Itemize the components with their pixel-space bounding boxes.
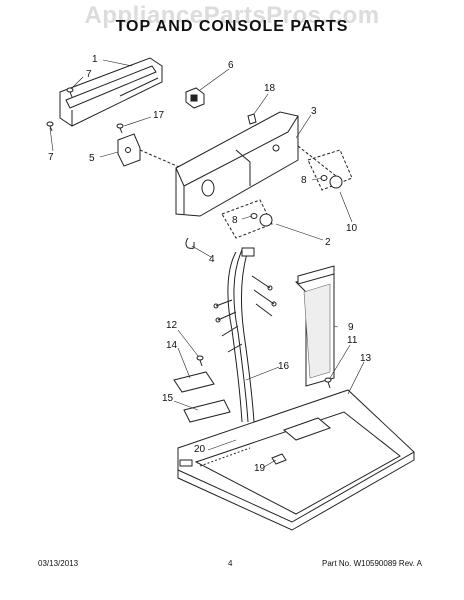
callout-10: 10 bbox=[346, 223, 358, 234]
screw-top bbox=[66, 87, 74, 98]
page-title: TOP AND CONSOLE PARTS bbox=[115, 18, 349, 35]
knob-right-group bbox=[307, 149, 353, 191]
callout-3: 3 bbox=[311, 106, 317, 117]
lint-screen bbox=[295, 265, 335, 387]
callout-12: 12 bbox=[166, 320, 178, 331]
switch-component bbox=[185, 87, 205, 109]
console-housing bbox=[175, 111, 337, 217]
callout-11: 11 bbox=[347, 335, 358, 346]
callout-labels: 1 7 7 17 5 6 18 3 8 10 8 2 4 9 11 13 12 … bbox=[48, 54, 372, 474]
footer-date: 03/13/2013 bbox=[38, 559, 79, 568]
callout-8-right: 8 bbox=[301, 175, 307, 186]
callout-20: 20 bbox=[194, 444, 206, 455]
hose-clip bbox=[185, 237, 195, 249]
callout-5: 5 bbox=[89, 153, 95, 164]
callout-1: 1 bbox=[92, 54, 98, 65]
callout-19: 19 bbox=[254, 463, 266, 474]
screw-17 bbox=[116, 123, 124, 134]
screw-left bbox=[46, 121, 54, 132]
callout-16: 16 bbox=[278, 361, 290, 372]
top-bracket-15 bbox=[183, 399, 231, 423]
callout-6: 6 bbox=[228, 60, 234, 71]
watermark: AppliancePartsPros.com bbox=[84, 2, 380, 29]
leader-lines bbox=[49, 59, 365, 468]
callout-7-top: 7 bbox=[86, 69, 92, 80]
callout-14: 14 bbox=[166, 340, 178, 351]
callout-13: 13 bbox=[360, 353, 372, 364]
callout-8-left: 8 bbox=[232, 215, 238, 226]
callout-17: 17 bbox=[153, 110, 165, 121]
callout-4: 4 bbox=[209, 254, 215, 265]
footer-page-number: 4 bbox=[228, 559, 233, 568]
wire-harness bbox=[213, 247, 277, 423]
top-bracket-14 bbox=[173, 371, 215, 393]
callout-7-left: 7 bbox=[48, 152, 54, 163]
footer-part-number: Part No. W10590089 Rev. A bbox=[322, 559, 422, 568]
console-back-panel bbox=[59, 57, 163, 127]
callout-9: 9 bbox=[348, 322, 354, 333]
screw-12 bbox=[196, 355, 204, 367]
callout-2: 2 bbox=[325, 237, 331, 248]
callout-15: 15 bbox=[162, 393, 174, 404]
knob-left-group bbox=[221, 199, 273, 239]
control-bracket bbox=[117, 133, 187, 171]
dryer-top-panel bbox=[177, 389, 415, 531]
screw-11 bbox=[324, 377, 332, 389]
callout-18: 18 bbox=[264, 83, 276, 94]
clip-component bbox=[247, 113, 257, 125]
